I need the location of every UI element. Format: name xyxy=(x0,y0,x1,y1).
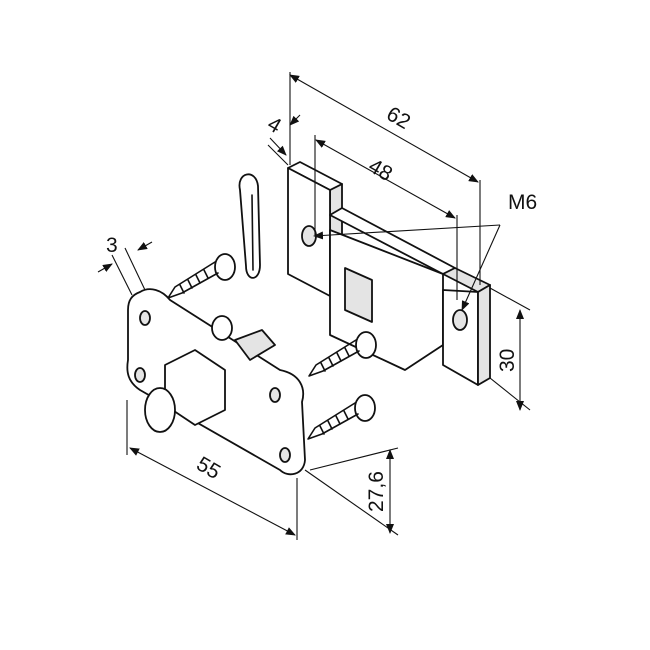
dim-label-27-6: 27,6 xyxy=(365,471,388,512)
wall-bracket xyxy=(287,161,491,386)
dim-label-55: 55 xyxy=(193,452,225,484)
screw-top xyxy=(167,253,236,299)
dim-label-4: 4 xyxy=(264,112,286,138)
cotter-pin xyxy=(238,173,261,279)
dim-label-3: 3 xyxy=(106,234,118,257)
screw-bottom xyxy=(307,394,376,440)
dim-label-62: 62 xyxy=(383,102,415,134)
dim-label-30: 30 xyxy=(496,349,519,372)
dim-label-48: 48 xyxy=(365,154,397,186)
screw-middle xyxy=(308,331,377,377)
thread-label-m6: M6 xyxy=(508,191,537,214)
dimension-lines xyxy=(97,72,531,540)
hex-shaft xyxy=(144,349,226,433)
